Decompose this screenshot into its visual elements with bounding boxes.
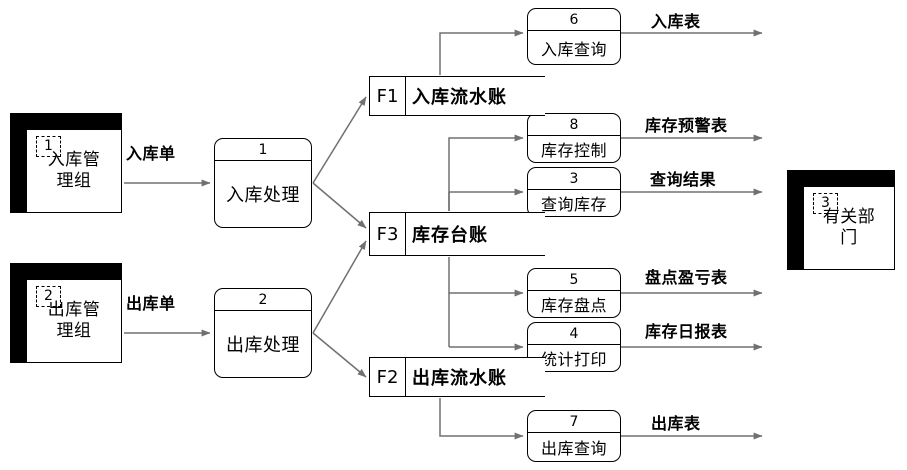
entity-face: 3 有关部门 [803,186,895,270]
entity-number: 1 [36,136,61,157]
process-number: 6 [528,9,620,31]
store-id: F1 [370,77,406,115]
process-number: 2 [215,289,311,311]
process-3-stock-query[interactable]: 3 查询库存 [527,167,621,217]
process-number: 5 [528,269,620,291]
flow-label-outbound-order: 出库单 [126,294,176,313]
wire-f3-process8 [448,134,524,211]
flow-label-stock-daily-report: 库存日报表 [645,322,728,341]
process-number: 8 [528,114,620,136]
entity-label: 出库管理组 [47,300,101,341]
wire-process1-f1 [312,96,367,184]
entity-outbound-group[interactable]: 2 出库管理组 [10,263,122,363]
entity-inbound-group[interactable]: 1 入库管理组 [10,113,122,213]
store-f1-inbound-journal[interactable]: F1 入库流水账 [369,76,545,116]
process-number: 1 [215,139,311,161]
store-label: 库存台账 [412,225,488,246]
flow-label-query-result: 查询结果 [650,170,717,189]
process-1-inbound-handling[interactable]: 1 入库处理 [214,138,312,228]
process-6-inbound-query[interactable]: 6 入库查询 [527,8,621,65]
entity-label: 有关部门 [822,207,876,248]
flow-label-count-variance-report: 盘点盈亏表 [645,268,728,287]
store-id: F2 [370,358,406,396]
process-label: 出库处理 [226,335,300,356]
process-7-outbound-query[interactable]: 7 出库查询 [527,410,621,462]
entity-label: 入库管理组 [47,150,101,191]
process-number: 3 [528,168,620,190]
wire-f1-process6 [439,29,524,75]
flow-label-outbound-report: 出库表 [651,414,701,433]
wire-process1-f3 [312,182,367,229]
entity-face: 2 出库管理组 [26,279,122,363]
process-label: 出库查询 [540,439,607,458]
process-label: 库存盘点 [540,296,607,315]
process-label: 库存控制 [540,141,607,160]
process-label: 查询库存 [540,195,607,214]
flow-label-stock-alert-report: 库存预警表 [645,116,728,135]
store-f2-outbound-journal[interactable]: F2 出库流水账 [369,357,545,397]
process-label: 入库处理 [226,185,300,206]
process-5-stock-count[interactable]: 5 库存盘点 [527,268,621,318]
flow-label-inbound-order: 入库单 [126,144,176,163]
process-number: 7 [528,411,620,433]
store-label: 出库流水账 [412,368,507,389]
wire-process2-f3 [312,240,367,334]
wire-process2-f2 [312,332,367,378]
process-2-outbound-handling[interactable]: 2 出库处理 [214,288,312,378]
process-number: 4 [528,323,620,345]
wire-f3-process5 [448,257,524,297]
store-f3-stock-ledger[interactable]: F3 库存台账 [369,212,545,256]
entity-number: 3 [813,193,838,214]
entity-related-departments[interactable]: 3 有关部门 [787,170,895,270]
process-label: 入库查询 [540,39,607,59]
entity-number: 2 [36,286,61,307]
store-id: F3 [370,213,406,255]
process-8-stock-control[interactable]: 8 库存控制 [527,113,621,163]
entity-face: 1 入库管理组 [26,129,122,213]
wire-f2-process7 [439,398,524,440]
flow-label-inbound-report: 入库表 [651,12,701,31]
process-label: 统计打印 [540,350,607,369]
store-label: 入库流水账 [412,87,507,108]
